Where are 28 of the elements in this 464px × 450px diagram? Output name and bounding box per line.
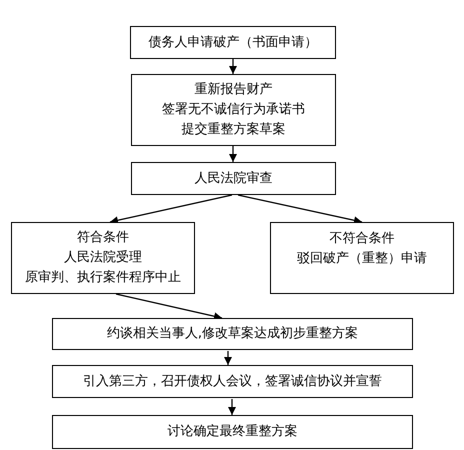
- box-text: 原审判、执行案件程序中止: [25, 269, 181, 287]
- arrow: [110, 194, 232, 224]
- arrow: [224, 351, 232, 365]
- box-text: 驳回破产（重整）申请: [297, 250, 427, 268]
- box-text: 人民法院审查: [194, 170, 272, 188]
- box-text: 重新报告财产: [194, 81, 272, 99]
- arrow: [228, 399, 236, 415]
- process-box: [11, 222, 195, 294]
- process-box: [52, 365, 413, 398]
- box-text: 提交重整方案草案: [182, 121, 286, 139]
- box-text: 债务人申请破产（书面申请）: [148, 34, 318, 52]
- box-text: 讨论确定最终重整方案: [168, 423, 298, 441]
- box-text: 符合条件: [77, 229, 129, 247]
- process-box: [52, 415, 413, 449]
- process-box: [131, 162, 336, 195]
- box-text: 签署无不诚信行为承诺书: [162, 101, 305, 119]
- box-text: 人民法院受理: [64, 249, 142, 267]
- arrow: [229, 59, 237, 74]
- process-box: [270, 222, 454, 294]
- box-text: 引入第三方，召开债权人会议，签署诚信协议并宣誓: [83, 372, 382, 390]
- box-text: 约谈相关当事人,修改草案达成初步重整方案: [106, 325, 358, 343]
- arrow: [229, 146, 237, 162]
- process-box: [130, 26, 336, 59]
- process-box: [52, 318, 413, 350]
- process-box: [131, 74, 336, 146]
- arrow: [116, 293, 222, 320]
- arrow: [238, 194, 362, 224]
- box-text: 不符合条件: [330, 230, 394, 248]
